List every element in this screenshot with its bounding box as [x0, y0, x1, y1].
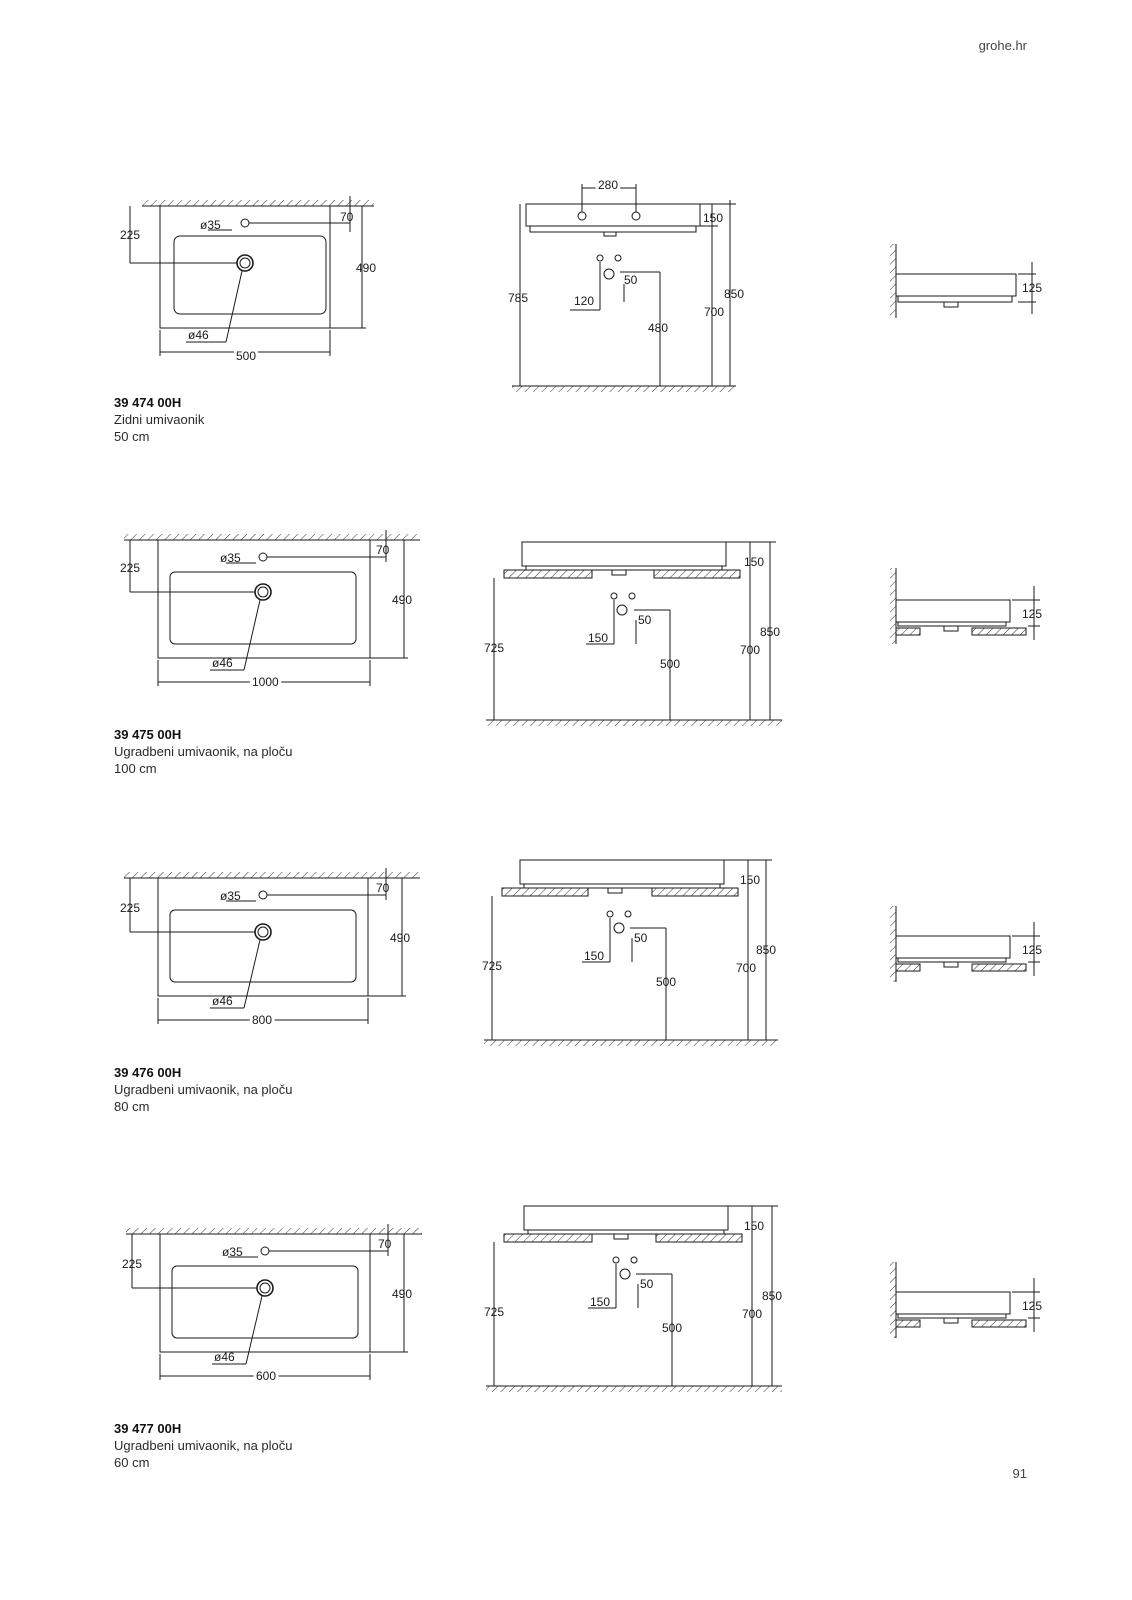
product-size: 50 cm [114, 429, 150, 444]
dimension-label: 125 [1022, 607, 1042, 621]
dimension-label: 725 [484, 1305, 504, 1319]
dimension-label: 1000 [252, 675, 279, 689]
dimension-label: 785 [508, 291, 528, 305]
product-caption-2: 39 475 00H Ugradbeni umivaonik, na ploču… [114, 726, 293, 777]
plan-view-3: ø35 ø46 225 70 490 800 [120, 868, 420, 1030]
tap-hole-label: ø35 [200, 218, 221, 232]
dimension-label: 500 [656, 975, 676, 989]
product-size: 60 cm [114, 1455, 150, 1470]
dimension-label: 125 [1022, 943, 1042, 957]
dimension-label: 725 [482, 959, 502, 973]
dimension-label: ø46 [214, 1350, 235, 1364]
dimension-label: 700 [736, 961, 756, 975]
product-size: 80 cm [114, 1099, 150, 1114]
dim-225: 225 [120, 228, 140, 242]
dimension-label: ø35 [220, 889, 241, 903]
dimension-label: 490 [392, 1287, 412, 1301]
dimension-label: 70 [376, 543, 390, 557]
dimension-label: 725 [484, 641, 504, 655]
dimension-label: 850 [762, 1289, 782, 1303]
dimension-label: 850 [724, 287, 744, 301]
dimension-label: 500 [660, 657, 680, 671]
dimension-label: 150 [744, 1219, 764, 1233]
product-description: Ugradbeni umivaonik, na ploču [114, 1082, 293, 1097]
dimension-label: ø35 [222, 1245, 243, 1259]
plan-view-1: ø35 ø46 225 70 490 500 [120, 196, 376, 366]
dimension-label: 225 [120, 901, 140, 915]
product-size: 100 cm [114, 761, 157, 776]
dimension-label: 225 [122, 1257, 142, 1271]
dimension-label: 120 [574, 294, 594, 308]
product-description: Ugradbeni umivaonik, na ploču [114, 744, 293, 759]
front-view-2: 150 725 150 50 500 850 700 [484, 541, 782, 726]
dimension-label: 125 [1022, 281, 1042, 295]
product-caption-1: 39 474 00H Zidni umivaonik 50 cm [114, 394, 204, 445]
dimension-label: 150 [744, 555, 764, 569]
dimension-label: 50 [640, 1277, 654, 1291]
product-code: 39 477 00H [114, 1421, 182, 1436]
side-view-1: 125 [890, 244, 1042, 318]
front-view-3: 150 725 150 50 500 850 700 [482, 859, 778, 1046]
dimension-label: ø46 [212, 656, 233, 670]
dimension-label: 225 [120, 561, 140, 575]
waste-label: ø46 [188, 328, 209, 342]
dimension-label: 50 [638, 613, 652, 627]
dimension-label: 490 [390, 931, 410, 945]
dimension-label: 125 [1022, 1299, 1042, 1313]
side-view-2: 125 [890, 568, 1042, 644]
dim-70: 70 [340, 210, 354, 224]
plan-view-4: ø35 ø46 225 70 490 600 [122, 1224, 422, 1386]
dimension-label: 600 [256, 1369, 276, 1383]
product-code: 39 476 00H [114, 1065, 182, 1080]
site-url: grohe.hr [978, 38, 1027, 53]
product-description: Ugradbeni umivaonik, na ploču [114, 1438, 293, 1453]
plan-view-2: ø35 ø46 225 70 490 1000 [120, 530, 420, 692]
page-number: 91 [1012, 1466, 1027, 1481]
dim-depth: 490 [356, 261, 376, 275]
dimension-label: 50 [624, 273, 638, 287]
side-view-3: 125 [890, 906, 1042, 982]
dimension-label: 70 [378, 1237, 392, 1251]
dimension-label: 490 [392, 593, 412, 607]
dimension-label: 800 [252, 1013, 272, 1027]
dimension-label: ø46 [212, 994, 233, 1008]
side-view-4: 125 [890, 1262, 1042, 1338]
dimension-label: 70 [376, 881, 390, 895]
product-code: 39 474 00H [114, 395, 182, 410]
product-caption-3: 39 476 00H Ugradbeni umivaonik, na ploču… [114, 1064, 293, 1115]
dimension-label: 850 [760, 625, 780, 639]
dimension-label: 700 [704, 305, 724, 319]
front-view-1: 280 150 785 120 50 480 850 700 [508, 175, 744, 392]
dimension-label: 150 [584, 949, 604, 963]
dimension-label: 150 [588, 631, 608, 645]
dimension-label: ø35 [220, 551, 241, 565]
dimension-label: 700 [742, 1307, 762, 1321]
dim-width: 500 [236, 349, 256, 363]
dimension-label: 150 [703, 211, 723, 225]
dimension-label: 700 [740, 643, 760, 657]
dimension-label: 500 [662, 1321, 682, 1335]
dimension-label: 480 [648, 321, 668, 335]
dimension-label: 150 [740, 873, 760, 887]
dimension-label: 280 [598, 178, 618, 192]
dimension-label: 850 [756, 943, 776, 957]
dimension-label: 50 [634, 931, 648, 945]
product-caption-4: 39 477 00H Ugradbeni umivaonik, na ploču… [114, 1420, 293, 1471]
product-description: Zidni umivaonik [114, 412, 205, 427]
product-code: 39 475 00H [114, 727, 182, 742]
front-view-4: 150 725 150 50 500 850 700 [484, 1205, 782, 1392]
dimension-label: 150 [590, 1295, 610, 1309]
